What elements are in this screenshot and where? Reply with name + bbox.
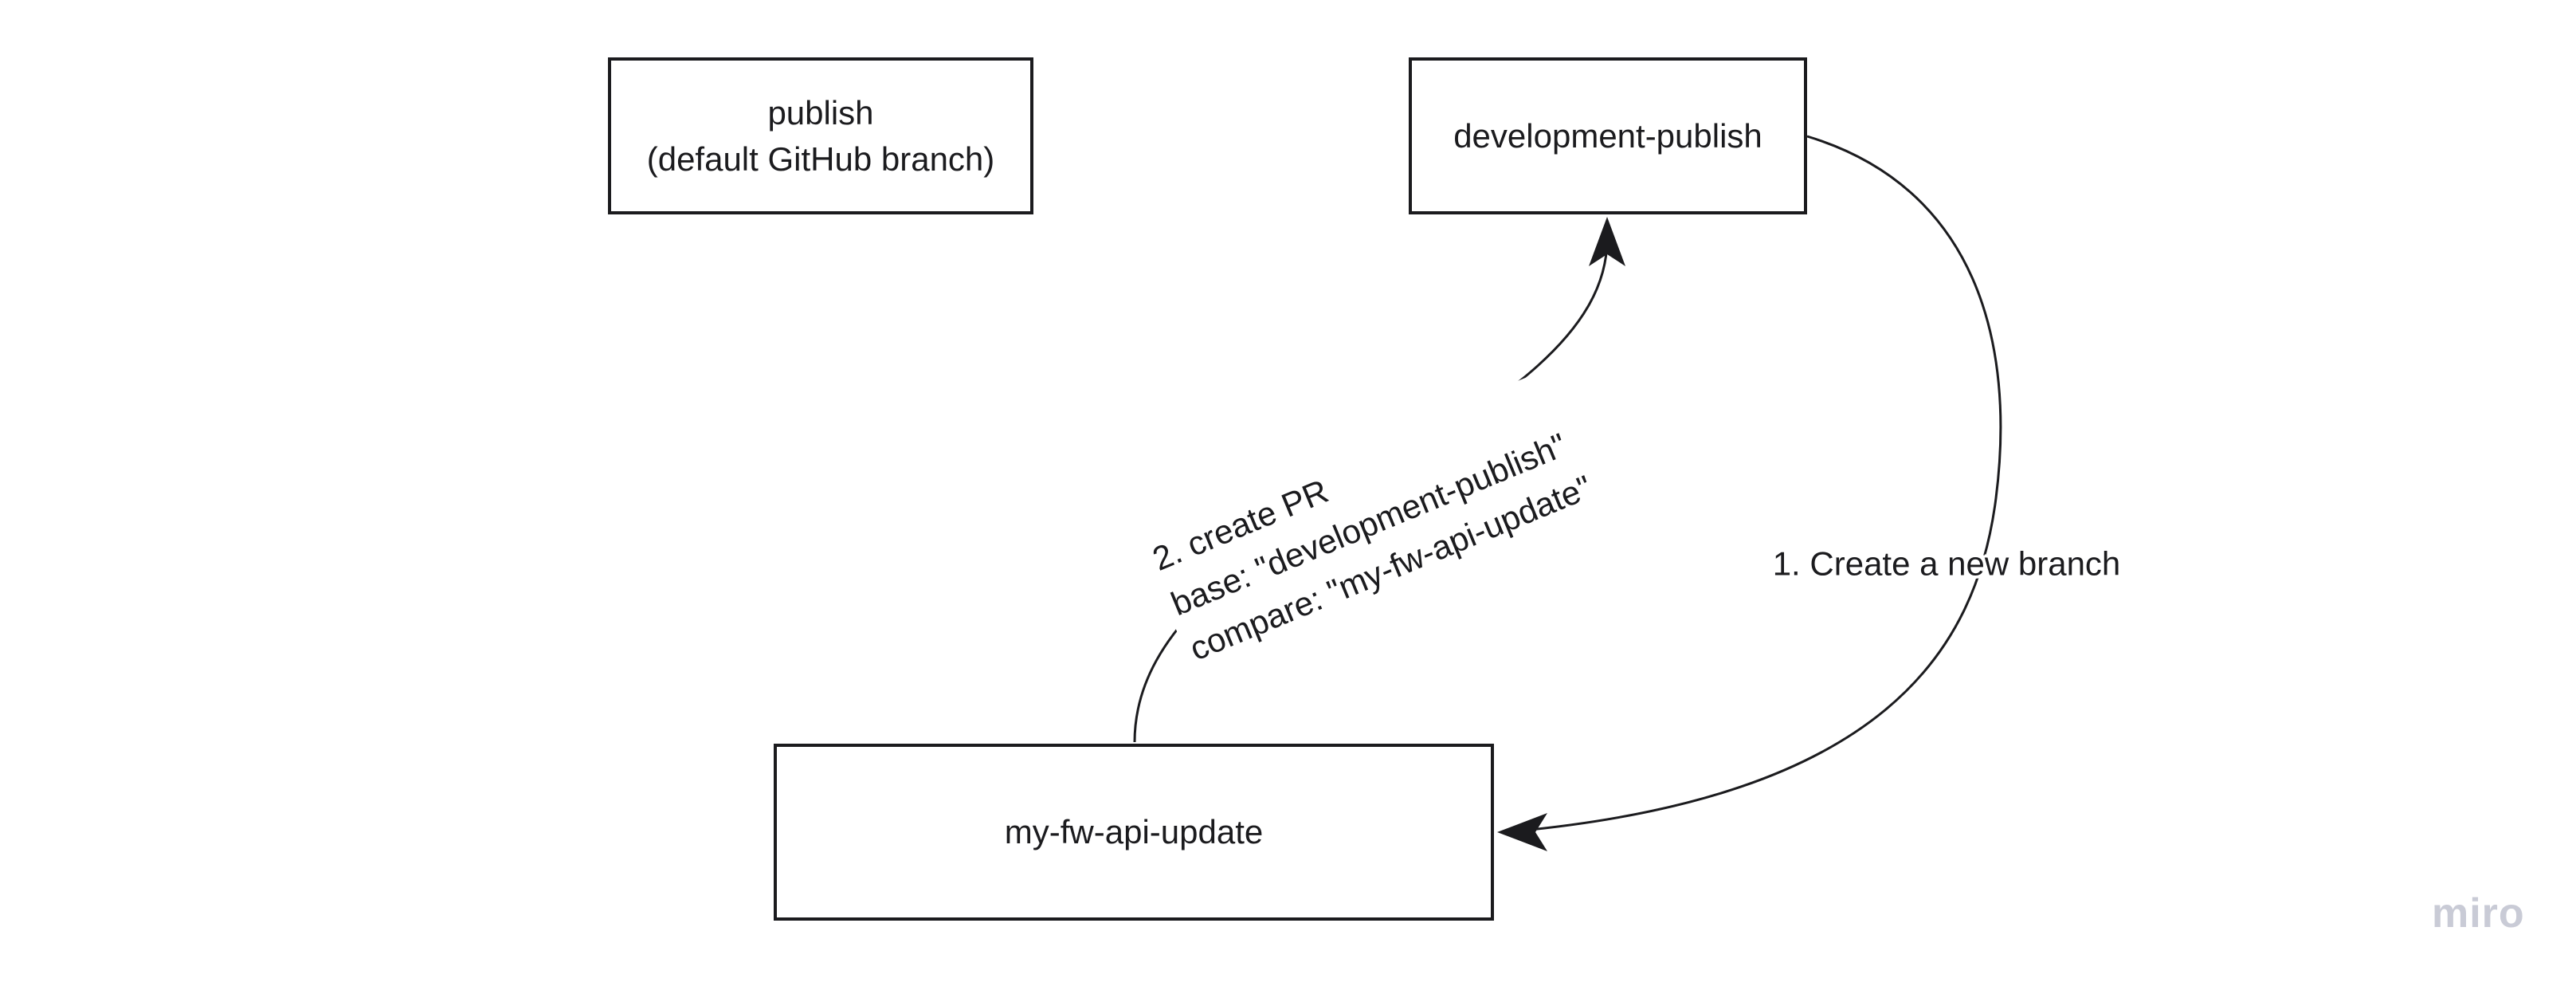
- miro-watermark: miro: [2432, 890, 2525, 937]
- shape-development-publish[interactable]: development-publish: [1409, 57, 1807, 214]
- shape-my-fw-api-update-label: my-fw-api-update: [1004, 813, 1264, 851]
- shape-publish-default-branch[interactable]: publish (default GitHub branch): [608, 57, 1033, 214]
- shape-my-fw-api-update[interactable]: my-fw-api-update: [774, 744, 1494, 921]
- connector-label-create-branch[interactable]: 1. Create a new branch: [1772, 544, 2121, 583]
- connector-create-branch-line[interactable]: [1513, 135, 2002, 833]
- connector-create-pr-arrowhead[interactable]: [1589, 217, 1625, 266]
- shape-development-publish-label: development-publish: [1453, 116, 1762, 155]
- shape-publish-label: publish (default GitHub branch): [646, 94, 995, 178]
- connector-create-branch-arrowhead[interactable]: [1497, 813, 1547, 851]
